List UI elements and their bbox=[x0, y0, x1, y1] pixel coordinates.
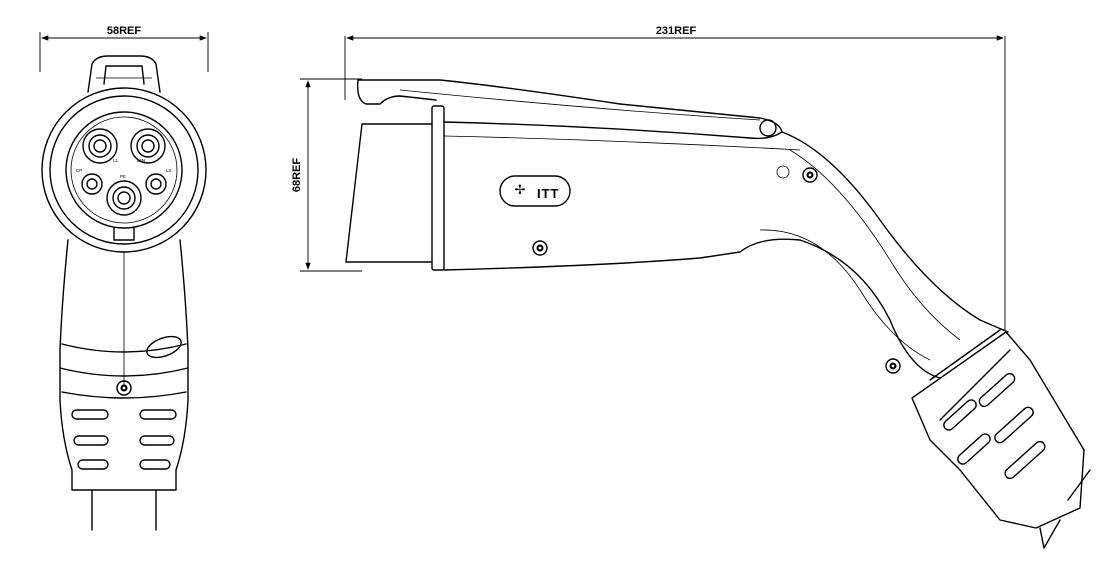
width-label: 58REF bbox=[107, 25, 142, 37]
grip-ribs bbox=[71, 409, 177, 470]
grip-oval bbox=[146, 335, 182, 359]
body-bottom bbox=[443, 238, 941, 379]
height-label: 68REF bbox=[291, 158, 303, 193]
cable bbox=[91, 489, 157, 531]
collar bbox=[431, 105, 445, 271]
pin-l1 bbox=[82, 128, 118, 164]
length-label: 231REF bbox=[656, 25, 697, 37]
handle-body bbox=[59, 239, 189, 491]
pin-label-l1: L1 bbox=[113, 158, 119, 163]
cable-boot bbox=[911, 331, 1085, 529]
pin-pe bbox=[106, 180, 142, 216]
nose-front bbox=[345, 123, 433, 263]
front-view: 58REF bbox=[39, 25, 209, 531]
connector-face-inner bbox=[65, 111, 183, 229]
cable-end bbox=[1039, 469, 1091, 549]
pin-cp bbox=[145, 173, 167, 195]
pin-l2n bbox=[130, 128, 166, 164]
width-dimension: 58REF bbox=[39, 25, 209, 72]
pin-label-pe: PE bbox=[120, 174, 126, 179]
screw-icon bbox=[885, 358, 901, 374]
screw-icon bbox=[802, 167, 818, 183]
height-dimension: 68REF bbox=[291, 78, 362, 272]
pin-label-l3: L3 bbox=[166, 168, 172, 173]
pin-pp bbox=[81, 173, 103, 195]
side-view: 231REF 68REF ✢ ITT bbox=[291, 25, 1091, 549]
top-outline bbox=[357, 79, 783, 133]
length-dimension: 231REF bbox=[344, 25, 1006, 330]
screw-icon bbox=[532, 240, 548, 256]
logo-mark-icon: ✢ bbox=[515, 182, 526, 197]
latch-housing bbox=[87, 55, 161, 93]
pin-label-cp: CP bbox=[76, 168, 82, 173]
boot-ribs bbox=[943, 372, 1046, 480]
brand-logo: ✢ ITT bbox=[499, 175, 571, 207]
pin-label-l2n: L2N bbox=[137, 158, 145, 163]
logo-text: ITT bbox=[537, 186, 560, 201]
handle-top bbox=[781, 131, 1009, 333]
